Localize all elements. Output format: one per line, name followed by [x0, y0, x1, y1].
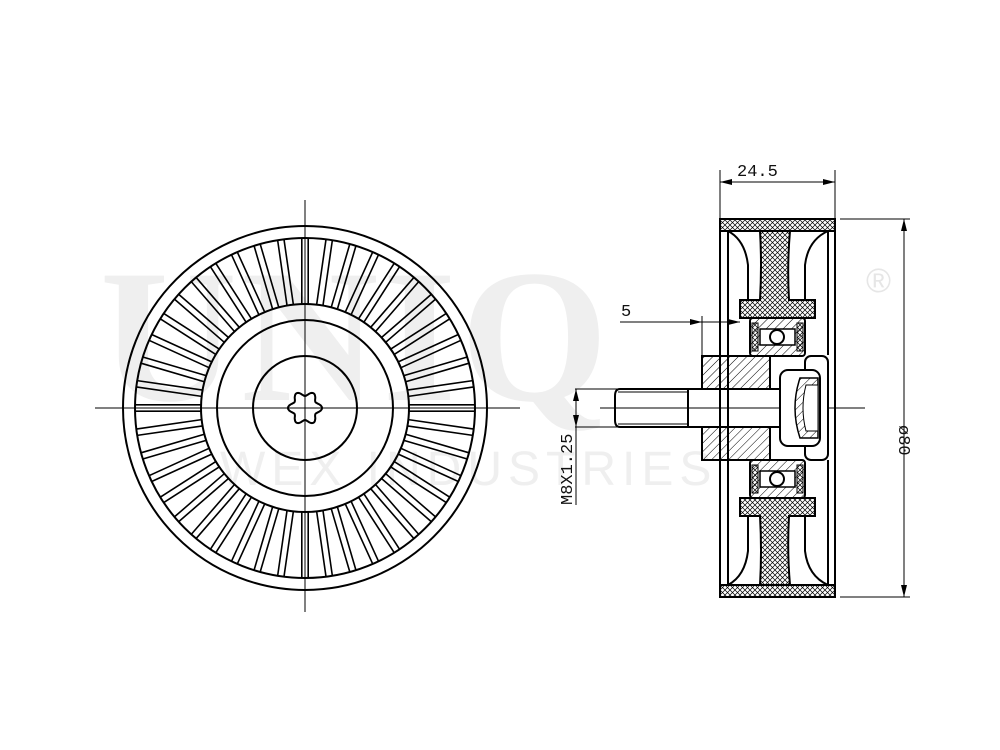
dimension-offset: 5 — [620, 303, 740, 356]
hub-ring — [216, 319, 394, 497]
width-dimension-label: 24.5 — [737, 163, 778, 182]
inner-rim — [134, 237, 476, 579]
dimension-diameter: ø80 — [840, 218, 912, 598]
watermark: UNIQ ® WEX INDUSTRIES — [100, 232, 891, 496]
spacer-bushing — [701, 355, 771, 461]
dimension-thread: M8X1.25 — [559, 388, 620, 505]
bearing-top — [749, 317, 806, 357]
bolt-cap — [779, 355, 829, 461]
offset-dimension-label: 5 — [621, 303, 631, 322]
section-view: 24.5 5 M8X1.25 ø80 — [559, 163, 912, 598]
pulley-body — [719, 218, 836, 598]
spokes — [135, 238, 475, 578]
thread-dimension-label: M8X1.25 — [559, 434, 578, 505]
watermark-registered-icon: ® — [866, 262, 891, 300]
bore-circle — [252, 355, 358, 461]
bearing-bottom — [749, 459, 806, 499]
dimension-width: 24.5 — [719, 163, 836, 219]
diameter-dimension-label: ø80 — [893, 425, 912, 456]
front-view — [95, 200, 520, 612]
spoke-hub-ring — [200, 303, 410, 513]
outer-rim — [122, 225, 488, 591]
torx-bore-icon — [286, 391, 324, 425]
watermark-brand: UNIQ — [100, 232, 612, 442]
